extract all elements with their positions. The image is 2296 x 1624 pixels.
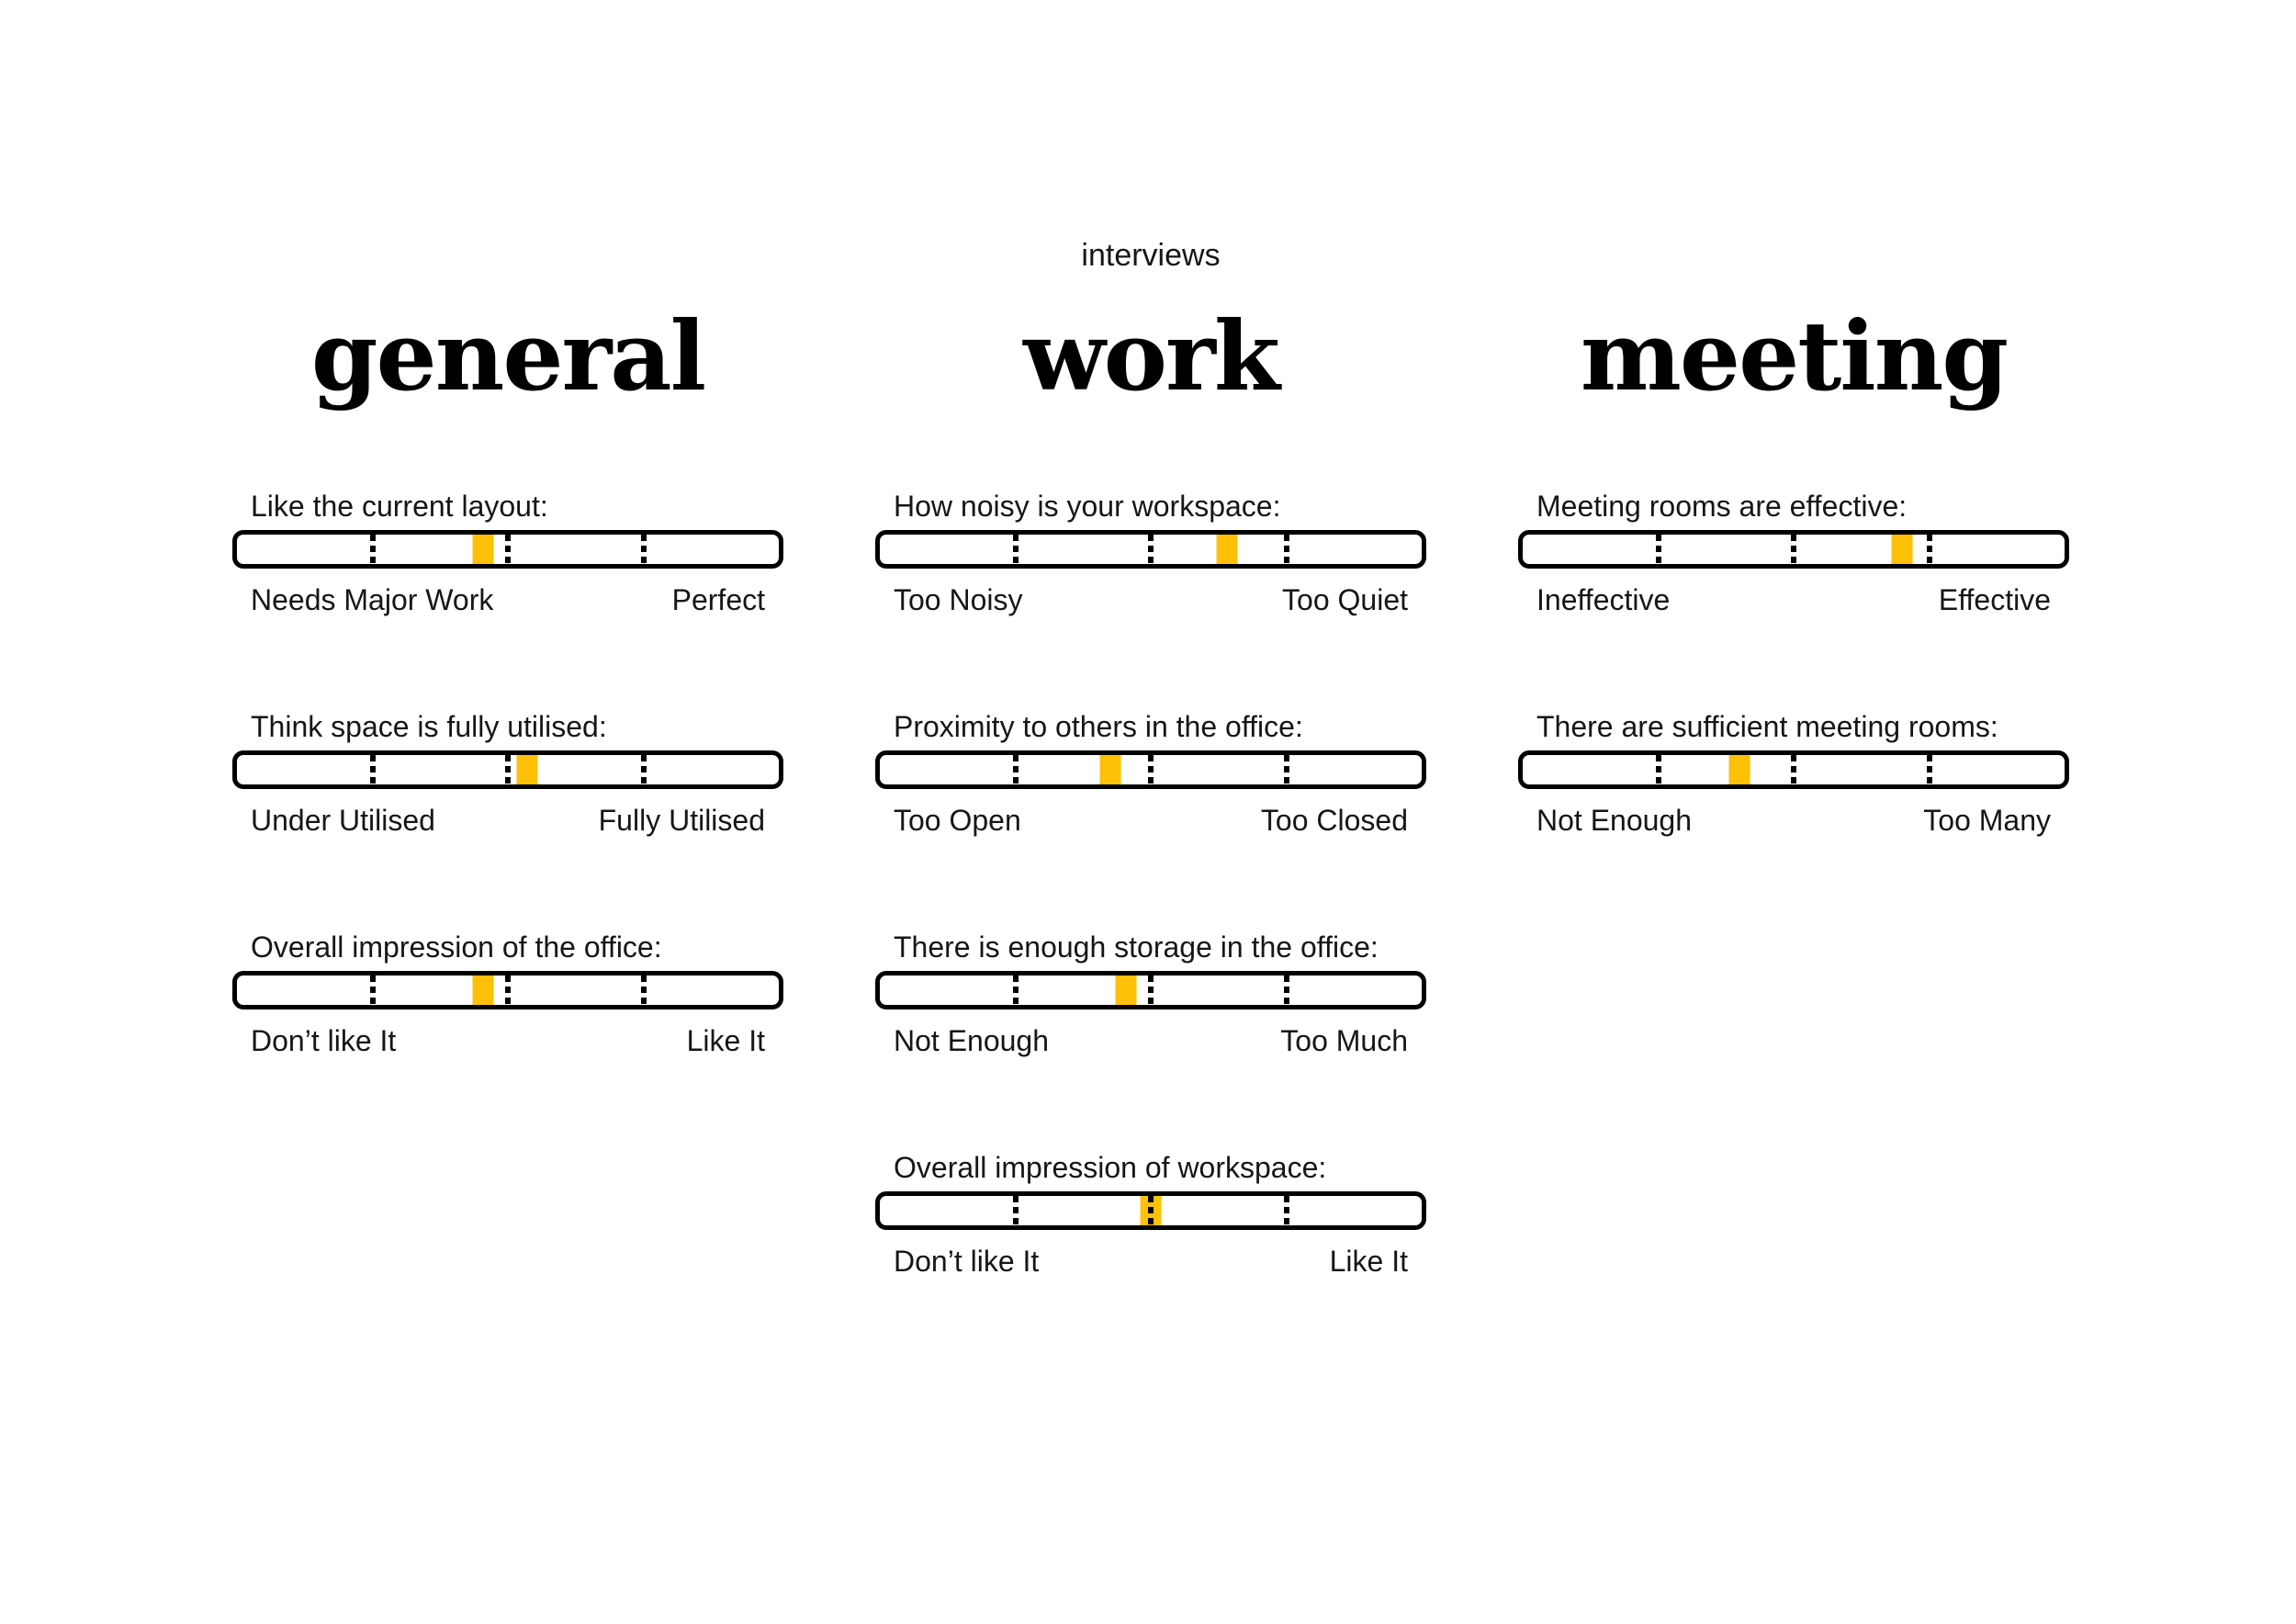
question-title: Overall impression of workspace: [894,1151,1327,1184]
slider-track [232,750,783,789]
endpoint-label-left: Don’t like It [894,1245,1040,1278]
slider-track [875,1191,1426,1230]
slider-marker[interactable] [1216,535,1238,564]
scale-tick-25 [1012,535,1019,564]
scale-tick-25 [1012,755,1019,784]
endpoint-label-left: Not Enough [1536,804,1693,837]
slider-marker[interactable] [1728,755,1750,784]
scale-tick-75 [1283,535,1289,564]
question-title: Think space is fully utilised: [251,710,607,743]
scale-tick-25 [1012,976,1019,1005]
scale-tick-75 [640,535,647,564]
scale-tick-50 [1148,535,1154,564]
scale-tick-25 [369,535,376,564]
scale-tick-50 [505,755,511,784]
endpoint-label-right: Too Closed [1260,804,1408,837]
question-block: Meeting rooms are effective: Ineffective… [1518,490,2069,616]
question-title: How noisy is your workspace: [894,490,1281,523]
scale-tick-75 [1926,755,1932,784]
scale-tick-75 [1283,755,1289,784]
scale-tick-50 [1791,535,1796,564]
endpoint-label-right: Too Quiet [1282,583,1408,616]
scale-tick-50 [505,976,511,1005]
endpoint-label-right: Perfect [671,583,765,616]
endpoint-label-right: Like It [686,1024,765,1057]
slider-track [1518,750,2069,789]
question-block: How noisy is your workspace: Too Noisy T… [875,490,1426,616]
question-block: Overall impression of the office: Don’t … [232,930,783,1057]
slider-track [232,530,783,569]
slider-track [875,971,1426,1009]
scale-tick-25 [369,976,376,1005]
scale-tick-75 [1283,976,1289,1005]
scale-tick-50 [1148,755,1154,784]
slider-marker[interactable] [1099,755,1121,784]
question-block: Like the current layout: Needs Major Wor… [232,490,783,616]
question-title: There is enough storage in the office: [894,930,1379,964]
slider-marker[interactable] [1891,535,1913,564]
slider-track [232,971,783,1009]
endpoint-label-left: Don’t like It [251,1024,397,1057]
endpoint-label-left: Needs Major Work [251,583,494,616]
question-title: Like the current layout: [251,490,548,523]
endpoint-label-right: Too Many [1923,804,2051,837]
scale-tick-25 [1655,755,1661,784]
column-heading-work: work [1023,299,1280,412]
endpoint-label-left: Not Enough [894,1024,1050,1057]
question-title: There are sufficient meeting rooms: [1536,710,1998,743]
slider-marker[interactable] [472,535,494,564]
scale-tick-50 [1791,755,1796,784]
scale-tick-75 [1926,535,1932,564]
scale-tick-25 [1012,1196,1019,1225]
endpoint-label-right: Fully Utilised [598,804,765,837]
question-block: Overall impression of workspace: Don’t l… [875,1151,1426,1278]
page-title: interviews [1081,238,1221,273]
endpoint-label-left: Too Noisy [894,583,1023,616]
question-title: Proximity to others in the office: [894,710,1303,743]
column-heading-meeting: meeting [1580,299,2009,412]
endpoint-label-left: Too Open [894,804,1021,837]
slider-track [1518,530,2069,569]
slider-marker[interactable] [472,976,494,1005]
question-title: Overall impression of the office: [251,930,662,964]
scale-tick-50 [505,535,511,564]
endpoint-label-right: Too Much [1280,1024,1408,1057]
endpoint-label-right: Like It [1329,1245,1408,1278]
slider-marker[interactable] [1115,976,1137,1005]
question-title: Meeting rooms are effective: [1536,490,1908,523]
question-block: There are sufficient meeting rooms: Not … [1518,710,2069,837]
scale-tick-25 [369,755,376,784]
scale-tick-75 [1283,1196,1289,1225]
question-block: There is enough storage in the office: N… [875,930,1426,1057]
scale-tick-75 [640,976,647,1005]
question-block: Proximity to others in the office: Too O… [875,710,1426,837]
endpoint-label-left: Under Utilised [251,804,435,837]
endpoint-label-right: Effective [1938,583,2051,616]
scale-tick-50 [1148,1196,1154,1225]
slider-track [875,750,1426,789]
question-block: Think space is fully utilised: Under Uti… [232,710,783,837]
scale-tick-75 [640,755,647,784]
scale-tick-50 [1148,976,1154,1005]
slider-track [875,530,1426,569]
scale-tick-25 [1655,535,1661,564]
slider-marker[interactable] [516,755,538,784]
endpoint-label-left: Ineffective [1536,583,1671,616]
column-heading-general: general [310,299,706,412]
